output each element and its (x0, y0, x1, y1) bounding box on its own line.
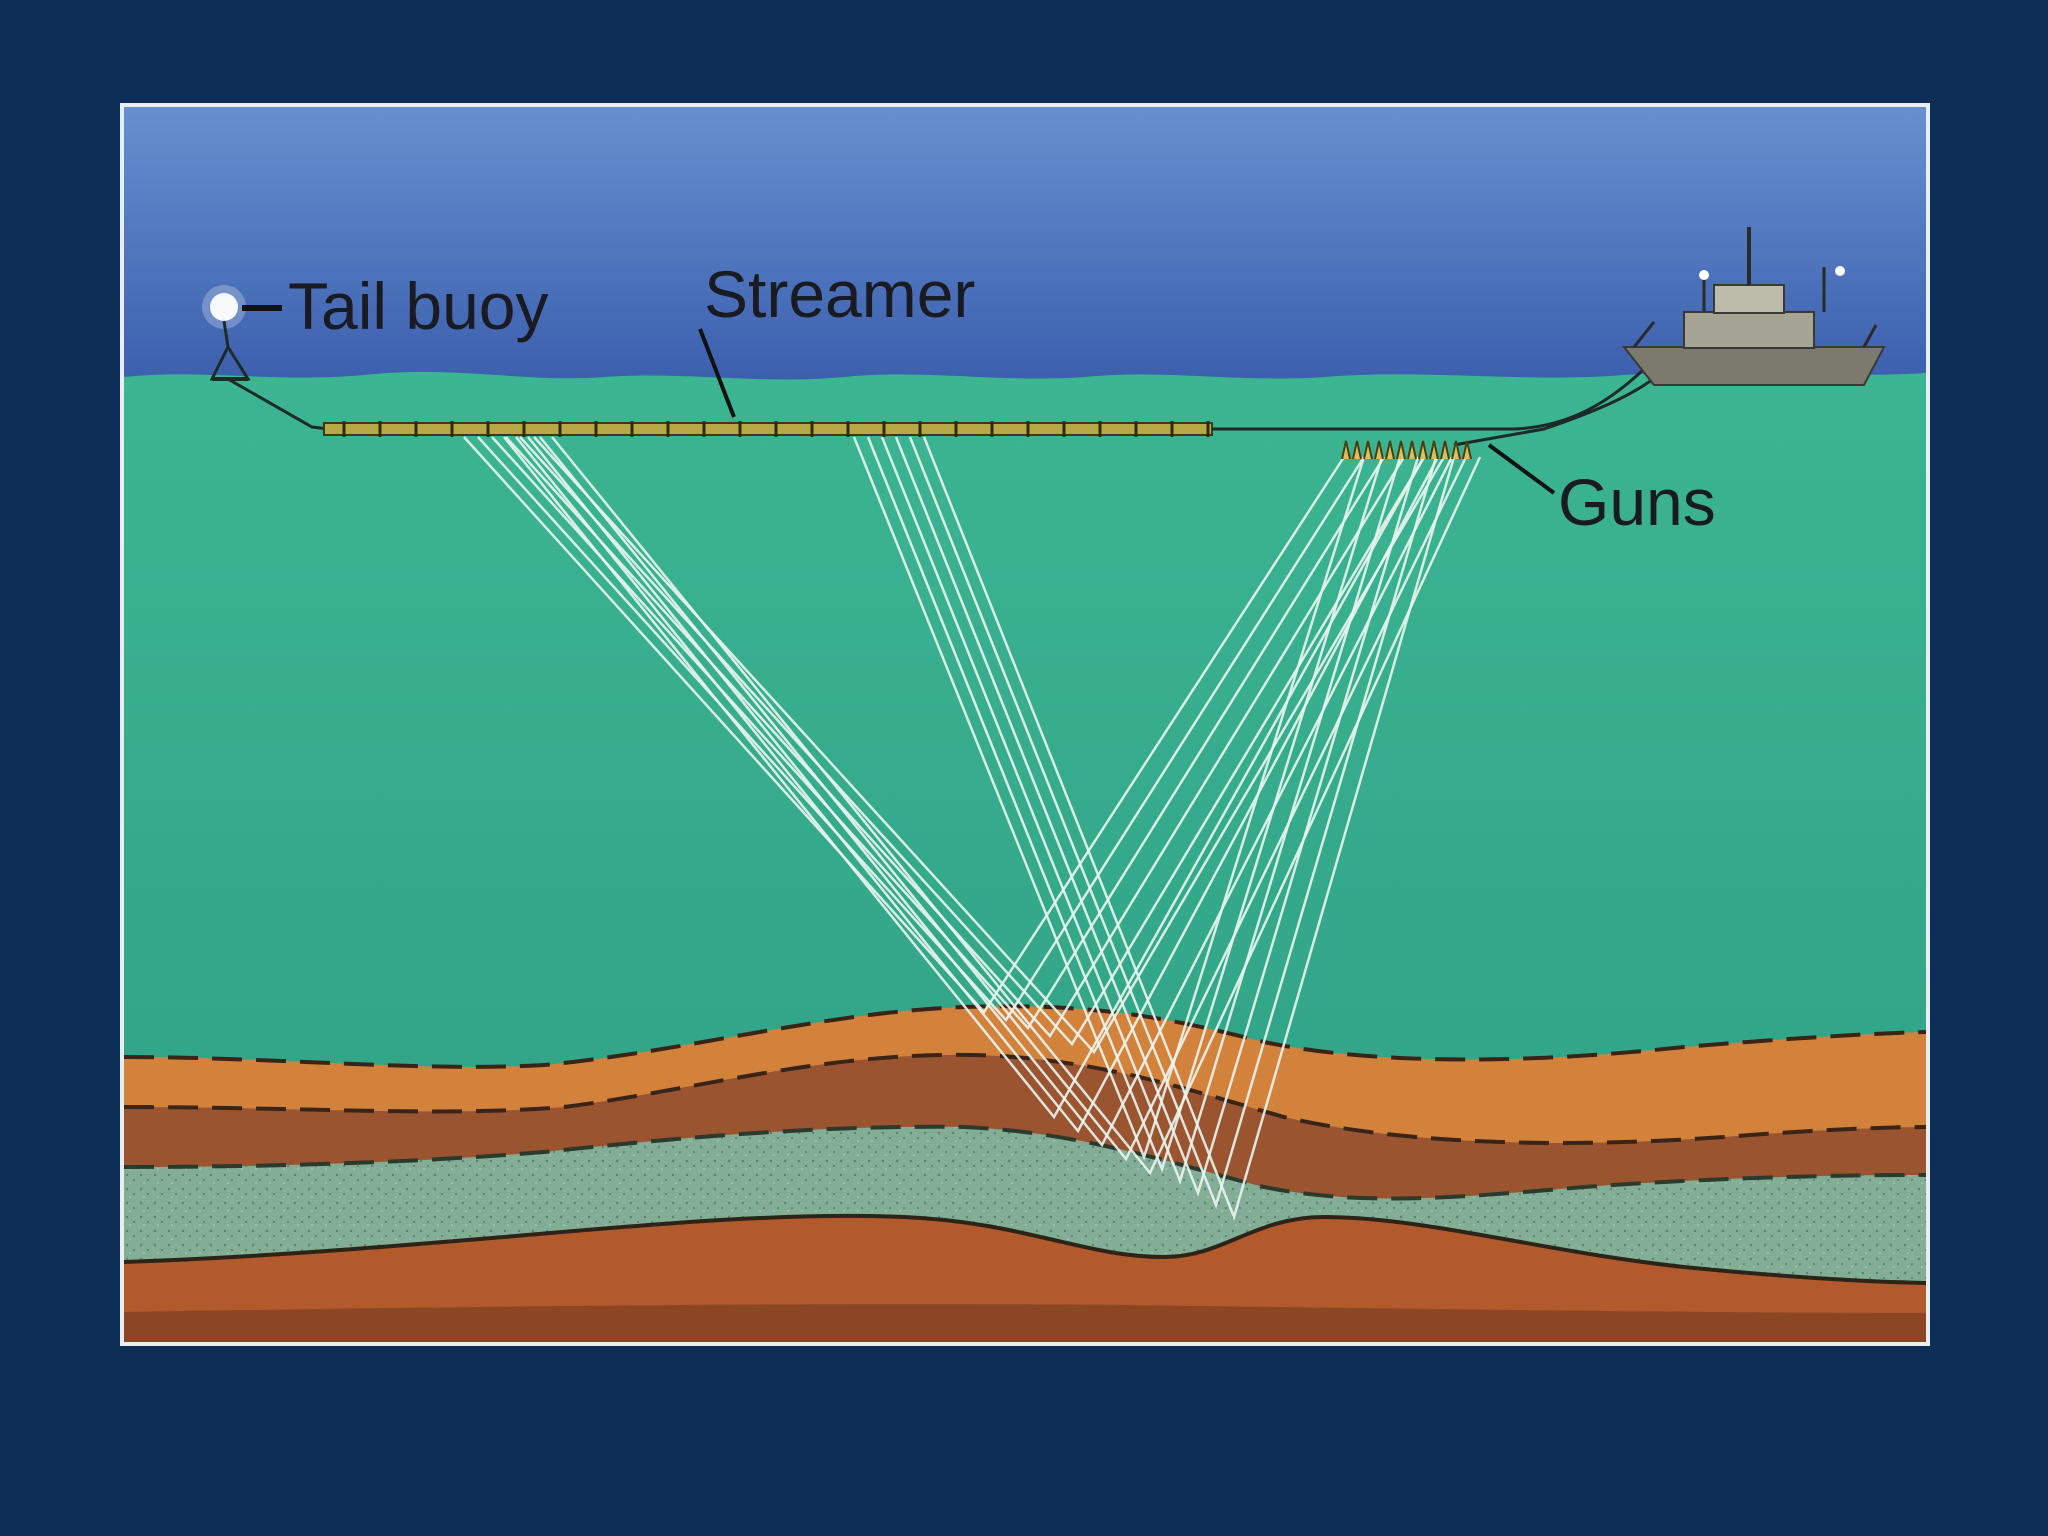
seismic-ray (515, 436, 1440, 1134)
boundary-line-2 (124, 1052, 1926, 1145)
airgun (1352, 440, 1362, 460)
boundary-line-3 (124, 1124, 1926, 1201)
bottom-layer (124, 1304, 1926, 1342)
seismic-survey-diagram: Tail buoy Streamer Guns (120, 103, 1930, 1346)
seismic-ray (503, 436, 1426, 1120)
airgun (1385, 440, 1395, 460)
seismic-ray (491, 436, 1386, 1031)
airgun (1429, 440, 1439, 460)
seismic-ray (477, 436, 1366, 1023)
seismic-ray (894, 436, 1420, 1197)
seismic-ray (539, 436, 1468, 1162)
streamer-cable (323, 422, 1213, 436)
airgun (1451, 440, 1461, 460)
guns-label: Guns (1558, 465, 1716, 539)
seismic-rays (463, 436, 1482, 1221)
airgun (1341, 440, 1351, 460)
tail-buoy-label: Tail buoy (288, 269, 549, 343)
streamer-segments (342, 421, 1210, 437)
airgun (1363, 440, 1373, 460)
streamer-label: Streamer (704, 257, 975, 331)
seismic-ray (852, 436, 1366, 1161)
seismic-ray (880, 436, 1402, 1185)
seismic-ray (922, 436, 1456, 1221)
seismic-ray (527, 436, 1454, 1148)
seismic-ray (866, 436, 1384, 1173)
airgun-array-icon (1341, 440, 1472, 460)
seismic-scene: Tail buoy Streamer Guns (124, 107, 1926, 1342)
airgun (1462, 440, 1472, 460)
seismic-ray (463, 436, 1346, 1015)
boundary-line-1 (124, 1004, 1926, 1069)
streamer-leader-line (698, 328, 736, 418)
seismic-ray (533, 436, 1446, 1055)
guns-leader-line (1487, 443, 1556, 495)
airgun (1374, 440, 1384, 460)
airgun (1418, 440, 1428, 460)
seismic-ray (908, 436, 1438, 1209)
airgun (1407, 440, 1417, 460)
survey-ship-icon (1621, 227, 1886, 386)
airgun (1440, 440, 1450, 460)
sky (124, 107, 1926, 382)
lead-in-cable (1212, 367, 1646, 431)
seismic-ray (505, 436, 1406, 1039)
seismic-ray (551, 436, 1482, 1176)
boundary-line-4 (124, 1213, 1926, 1285)
airgun (1396, 440, 1406, 460)
tail-buoy-icon (202, 285, 251, 381)
